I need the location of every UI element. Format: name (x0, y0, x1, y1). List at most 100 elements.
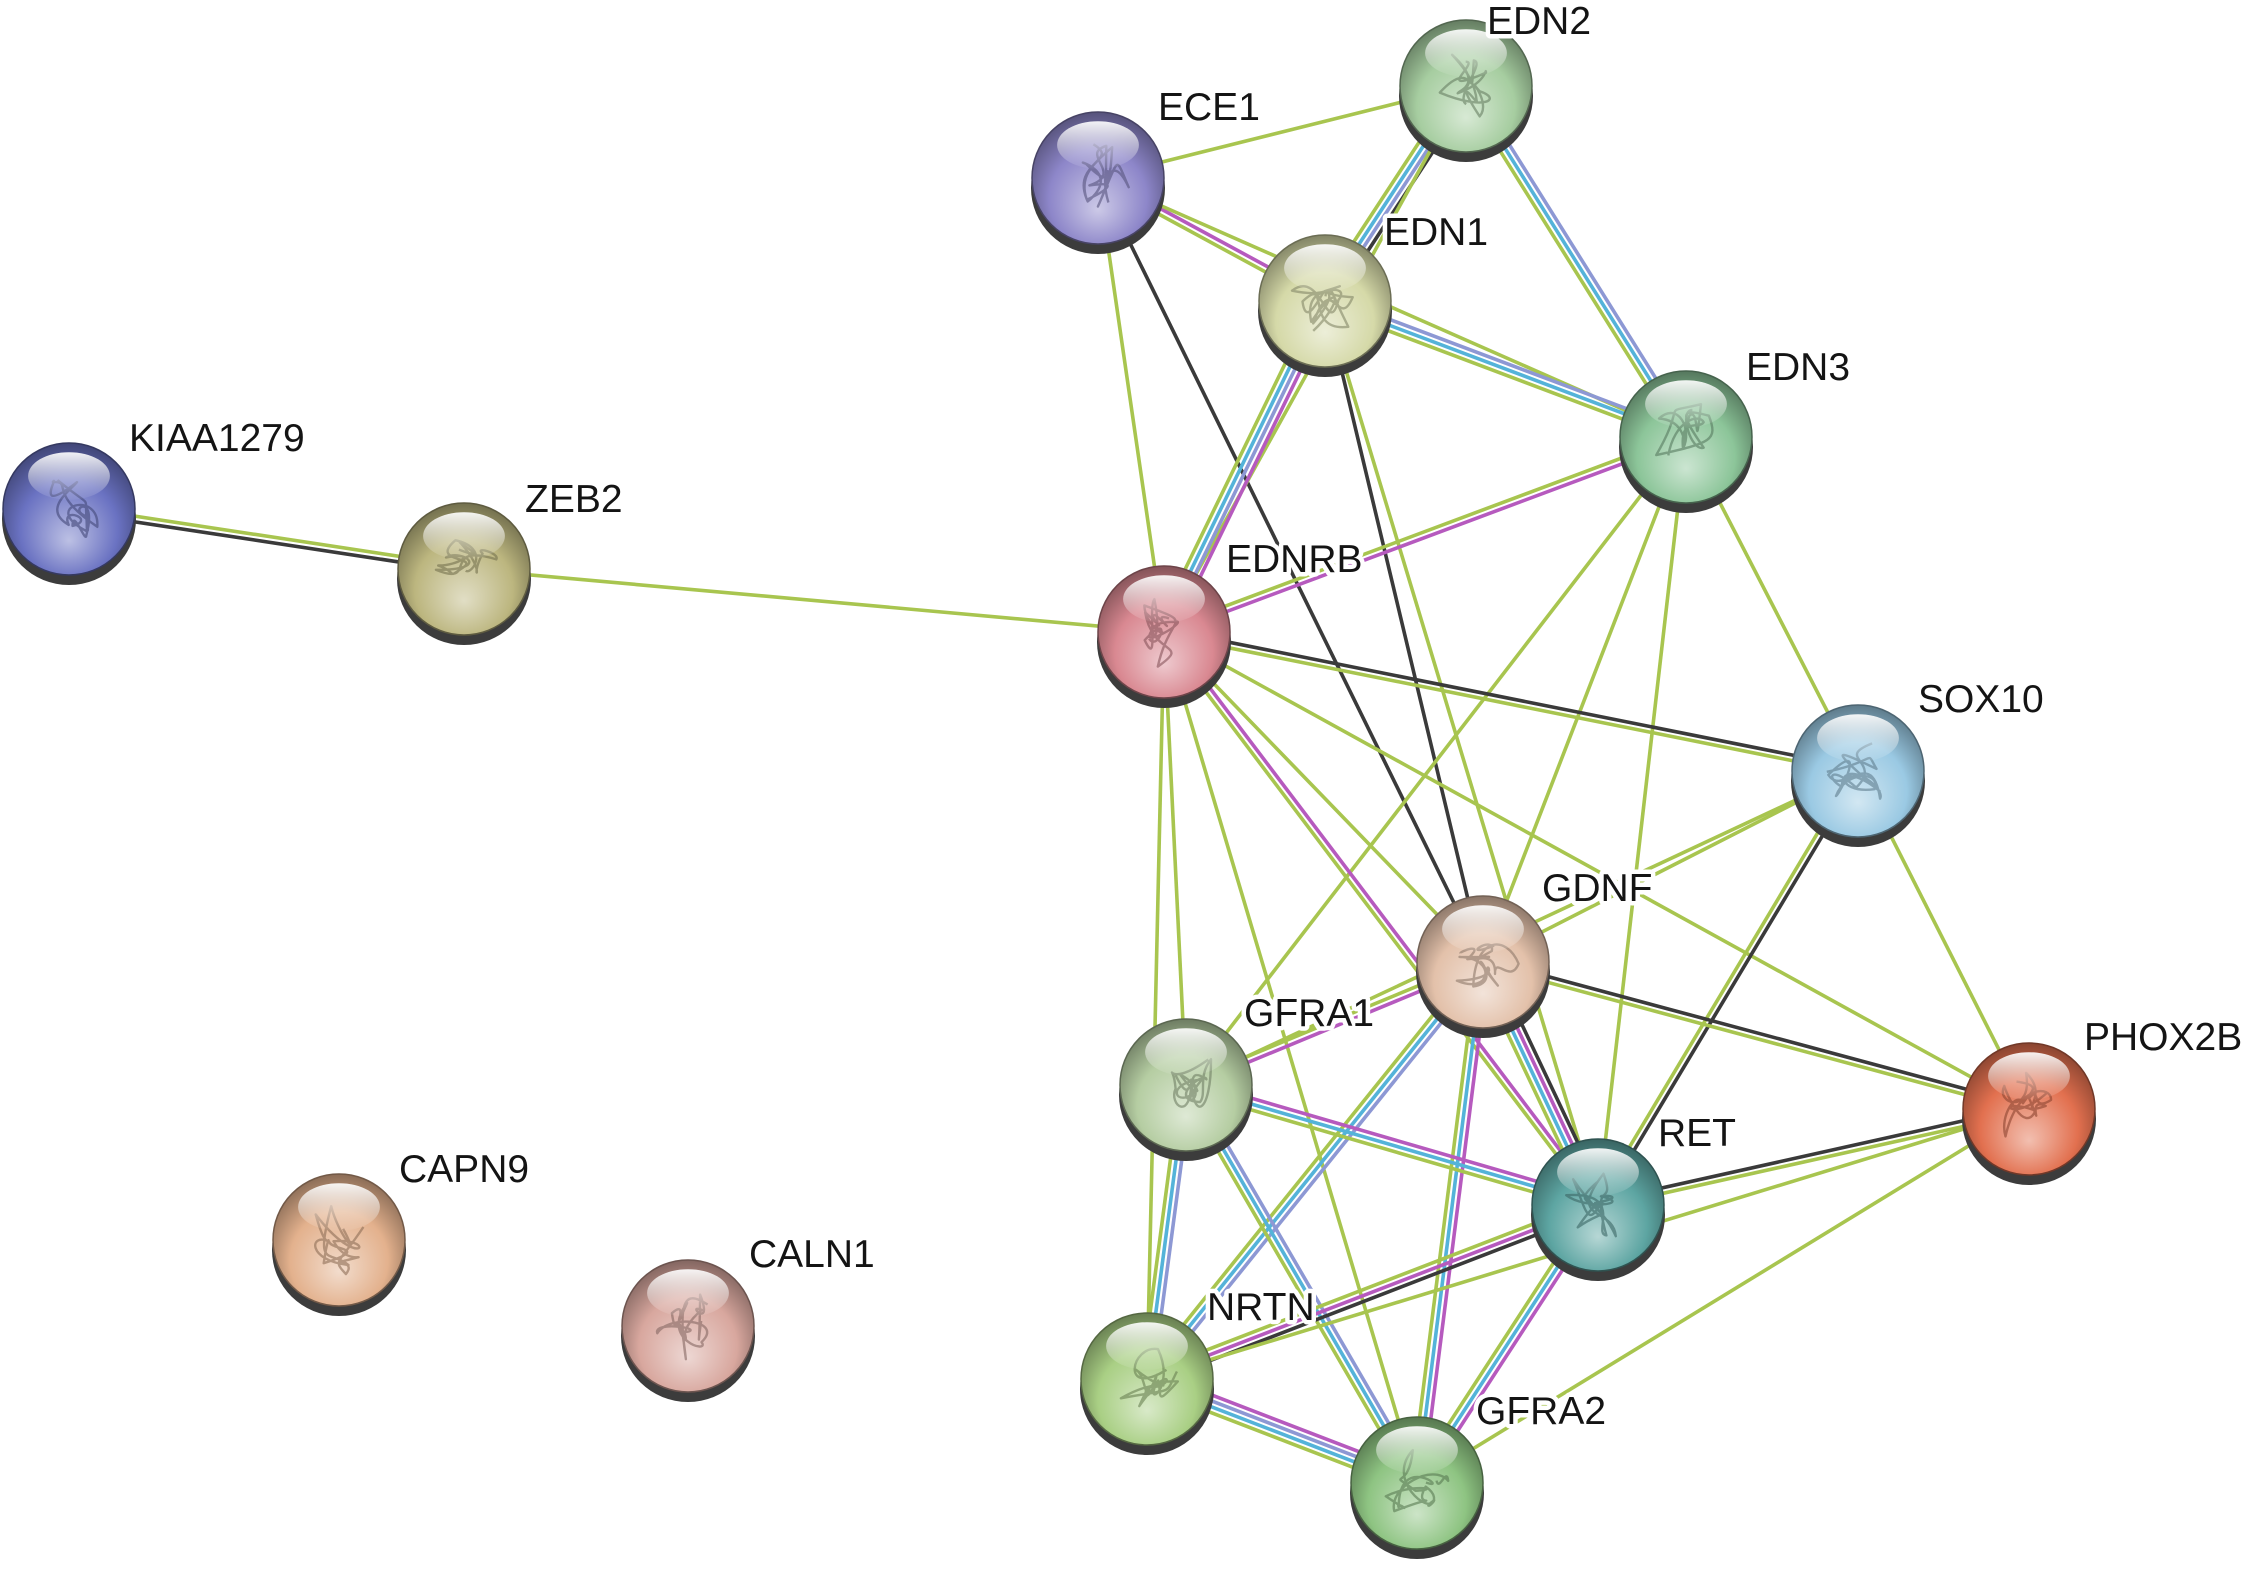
edge-zeb2-ednrb[interactable] (463, 567, 1165, 634)
evidence-line (1184, 1084, 1419, 1484)
evidence-line (1163, 632, 1858, 776)
node-ret[interactable] (1531, 1138, 1665, 1281)
node-phox2b[interactable] (1962, 1042, 2096, 1185)
protein-structure (2001, 1071, 2053, 1138)
node-label: NRTN (1207, 1286, 1315, 1329)
node-highlight (1106, 1322, 1188, 1370)
evidence-line (1594, 768, 1858, 1205)
evidence-line (1164, 437, 1688, 637)
evidence-line (1189, 1081, 1424, 1482)
evidence-line (1415, 961, 1485, 1484)
node-label: GDNF (1542, 867, 1653, 910)
edge-ednrb-gfra2[interactable] (1162, 631, 1419, 1484)
edge-edn3-gfra1[interactable] (1184, 435, 1688, 1087)
evidence-line (1483, 957, 2031, 1109)
edge-ece1-ednrb[interactable] (1096, 177, 1166, 633)
evidence-line (1409, 961, 1480, 1483)
node-highlight (1376, 1426, 1458, 1474)
evidence-line (1481, 436, 1688, 963)
edge-gfra2-phox2b[interactable] (1416, 1107, 2030, 1485)
node-highlight (1645, 380, 1727, 428)
node-nrtn[interactable] (1080, 1312, 1214, 1455)
evidence-line (1096, 177, 1485, 963)
edge-gdnf-gfra2[interactable] (1409, 961, 1491, 1484)
evidence-line (1323, 300, 1485, 963)
edge-ednrb-nrtn[interactable] (1145, 631, 1166, 1380)
protein-structure (1565, 1172, 1617, 1238)
evidence-line (1185, 1083, 1599, 1207)
node-highlight (1145, 1028, 1227, 1076)
node-label: EDN2 (1487, 0, 1591, 43)
node-highlight (1442, 905, 1524, 953)
node-label: GFRA2 (1476, 1390, 1606, 1433)
node-label: ZEB2 (525, 478, 623, 521)
evidence-line (1179, 1086, 1414, 1487)
protein-structure (314, 1205, 365, 1276)
evidence-line (1481, 962, 2029, 1114)
node-gdnf[interactable] (1416, 895, 1550, 1038)
edge-gdnf-phox2b[interactable] (1481, 957, 2031, 1114)
node-label: ECE1 (1158, 86, 1260, 129)
node-zeb2[interactable] (397, 502, 531, 645)
edge-edn1-gdnf[interactable] (1323, 300, 1485, 963)
edge-edn3-ednrb[interactable] (1162, 432, 1688, 637)
node-gfra1[interactable] (1119, 1018, 1253, 1161)
evidence-line (1144, 1198, 1597, 1376)
node-highlight (423, 512, 505, 560)
edge-edn1-ret[interactable] (1323, 300, 1600, 1206)
node-highlight (1425, 29, 1507, 77)
node-edn1[interactable] (1258, 234, 1392, 377)
node-kiaa1279[interactable] (2, 442, 136, 585)
node-highlight (28, 452, 110, 500)
edge-gdnf-nrtn[interactable] (1141, 957, 1489, 1384)
node-capn9[interactable] (272, 1173, 406, 1316)
evidence-line (1187, 1077, 1601, 1202)
evidence-line (1323, 300, 1600, 1206)
evidence-line (1146, 1203, 1599, 1381)
evidence-line (1420, 962, 1491, 1484)
evidence-line (1162, 630, 1485, 964)
node-label: RET (1658, 1112, 1736, 1155)
evidence-line (1598, 1109, 2030, 1210)
evidence-line (1596, 436, 1688, 1206)
node-sox10[interactable] (1791, 704, 1925, 847)
node-caln1[interactable] (621, 1259, 755, 1402)
node-gfra2[interactable] (1350, 1416, 1484, 1559)
evidence-line (1184, 435, 1688, 1087)
node-edn2[interactable] (1399, 19, 1533, 162)
node-ednrb[interactable] (1097, 565, 1231, 708)
evidence-line (1160, 632, 1598, 1208)
edge-ece1-gdnf[interactable] (1096, 177, 1485, 963)
protein-structure (1384, 1448, 1450, 1513)
node-highlight (1057, 121, 1139, 169)
evidence-line (1162, 432, 1686, 632)
evidence-line (1416, 1107, 2030, 1485)
node-label: EDNRB (1226, 538, 1363, 581)
edge-ednrb-ret[interactable] (1160, 629, 1602, 1208)
edge-edn3-ret[interactable] (1596, 436, 1688, 1206)
edge-gfra1-gfra2[interactable] (1179, 1081, 1424, 1487)
node-highlight (298, 1183, 380, 1231)
protein-structure (1143, 598, 1180, 668)
node-ece1[interactable] (1031, 111, 1165, 254)
edge-ret-phox2b[interactable] (1597, 1104, 2030, 1210)
evidence-line (1164, 627, 1859, 771)
edge-ednrb-gdnf[interactable] (1162, 630, 1485, 964)
edge-gfra1-ret[interactable] (1183, 1077, 1601, 1213)
evidence-line (1183, 1088, 1597, 1213)
edge-sox10-ret[interactable] (1594, 768, 1862, 1208)
node-layer (2, 19, 2096, 1559)
node-highlight (1284, 244, 1366, 292)
evidence-line (1164, 629, 1602, 1205)
node-label: PHOX2B (2084, 1016, 2242, 1059)
edge-ednrb-phox2b[interactable] (1163, 630, 2030, 1111)
protein-structure (1119, 1347, 1179, 1408)
node-edn3[interactable] (1619, 370, 1753, 513)
node-label: EDN3 (1746, 346, 1850, 389)
evidence-line (1096, 177, 1166, 633)
edge-ednrb-sox10[interactable] (1163, 627, 1859, 776)
evidence-line (463, 567, 1165, 634)
protein-structure (1170, 1058, 1213, 1108)
edge-edn3-gdnf[interactable] (1481, 436, 1688, 963)
